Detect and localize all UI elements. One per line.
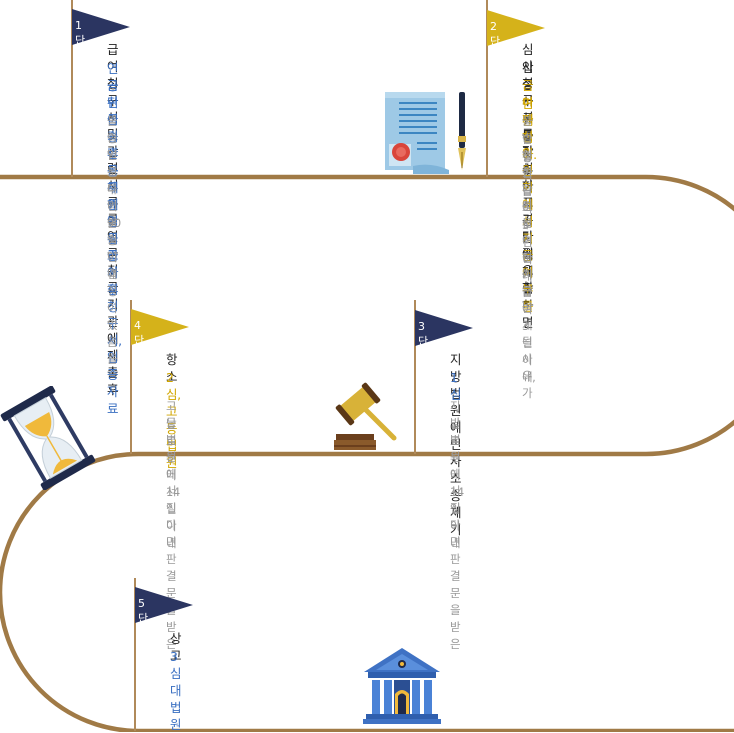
stage-2-flag <box>487 10 545 46</box>
stage-4-highlight: 2심, 고등법원 <box>166 370 181 470</box>
stage-3-flag <box>415 310 473 346</box>
stage-2-label: 2단계 <box>490 20 500 64</box>
hourglass-icon <box>0 386 96 490</box>
stage-1-highlight-1: 연금취급기관은 재해 경위조사 후 청구서, 입증자료 <box>107 61 122 416</box>
stage-1-label: 1단계 <box>75 19 85 63</box>
stage-2-note-1: 불승인 된다면 급여를 지급받게 될 사유가 <box>522 114 533 400</box>
stage-3-pole <box>414 300 416 454</box>
stage-2-note-3: 장기급여 5년 이내 <box>522 150 533 283</box>
stage-2-note-2: 발생한 날로부터 단기 급여 3년 이내, <box>522 132 536 384</box>
stage-1-note-1: 불승인 된다면 불승인 결정이 있음을 <box>107 114 118 366</box>
stage-2-highlight-2: 판단한다. <box>522 96 537 162</box>
stage-2-pole <box>486 0 488 177</box>
stage-2-highlight-1: 급여재심위원회에서 지급여부를 <box>522 78 534 314</box>
stage-3-note-2: 날로부터 14일 이내 <box>450 417 464 550</box>
stage-4-flag <box>131 309 189 345</box>
stage-5-highlight: 3심 대법원 <box>170 649 182 732</box>
stage-3-note-1: 지방법원에서 진다면 판결문을 받은 <box>450 399 461 651</box>
stage-1-note-2: 안 날로부터 90일 이내 <box>107 131 121 281</box>
stage-5-label: 5단계 <box>138 597 148 641</box>
stage-1-highlight-2: 공단 이송 후 공무원 연금급여심 <box>107 78 119 297</box>
stage-5-flag <box>135 587 193 623</box>
stage-3-highlight: 1심 <box>450 370 462 402</box>
stage-1-title: 급여청구서 및 관련서류를 연금취급기관에 제출 후 <box>107 42 119 397</box>
stage-4-note-1: 고등법원에서 진다면 판결문을 받은 <box>166 399 177 651</box>
stage-4-title: 항소 <box>166 352 178 384</box>
stage-5-title: 상고 <box>170 631 182 663</box>
stage-4-label: 4단계 <box>134 319 144 363</box>
stage-1-pole <box>71 0 73 177</box>
stage-2-title-1: 심사청구서를 작성하고 기타 필요한 <box>522 42 534 295</box>
courthouse-icon <box>363 648 441 724</box>
document-and-fountain-pen-icon <box>385 92 466 174</box>
stage-3-title: 지방법원에 민사소송 제기 <box>450 352 462 537</box>
gavel-icon <box>334 382 397 450</box>
stage-2-title-2: 입증서류를 갖추어서 공단에 제출하면 <box>522 60 534 330</box>
stage-4-note-2: 날로부터 14일 이내 <box>166 417 180 550</box>
stage-5-pole <box>134 578 136 731</box>
stage-1-flag <box>72 9 130 45</box>
stage-3-label: 3단계 <box>418 320 428 364</box>
stage-4-pole <box>130 300 132 454</box>
